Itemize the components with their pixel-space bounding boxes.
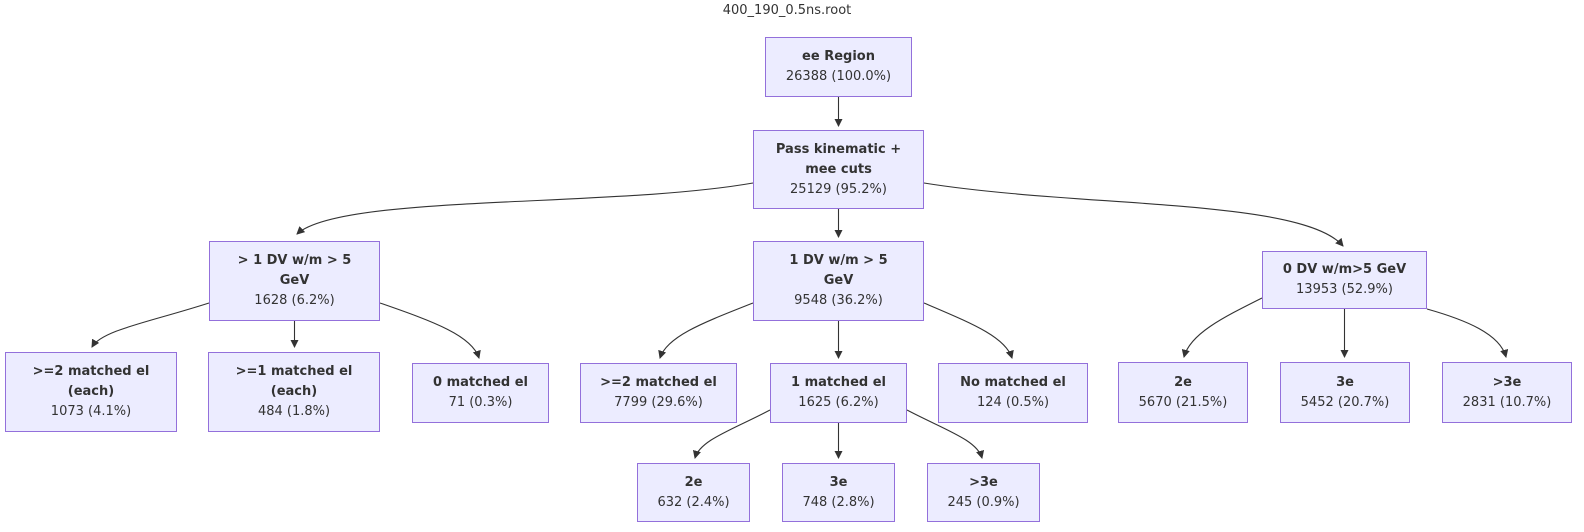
node-label: (each): [67, 384, 115, 399]
node-label: >=2 matched el: [32, 364, 150, 379]
edge-onedv-nomatch: [923, 302, 1014, 359]
node-0dv-3e: 3e 5452 (20.7%): [1280, 362, 1410, 423]
node-matched-2e: 2e 632 (2.4%): [637, 463, 750, 522]
node-label: Pass kinematic +: [775, 141, 902, 157]
node-label: >3e: [969, 474, 998, 490]
node-label: ee Region: [802, 49, 875, 64]
node-count: 1625 (6.2%): [798, 395, 879, 410]
node-count: 7799 (29.6%): [614, 395, 703, 410]
node-label: >=1 matched el: [235, 364, 353, 379]
node-label: 0 DV w/m>5 GeV: [1282, 262, 1407, 277]
node-label: > 1 DV w/m > 5: [237, 253, 352, 268]
edge-onematch-gt3e: [906, 409, 985, 459]
node-gt1-dv: > 1 DV w/m > 5 GeV 1628 (6.2%): [209, 241, 380, 321]
node-count: 26388 (100.0%): [785, 69, 892, 84]
node-count: 124 (0.5%): [976, 395, 1050, 410]
node-ge2-matched-el: >=2 matched el 7799 (29.6%): [580, 363, 737, 423]
node-label: 3e: [829, 474, 848, 490]
node-label: (each): [270, 384, 318, 399]
node-count: 71 (0.3%): [448, 395, 513, 410]
node-count: 25129 (95.2%): [790, 181, 887, 197]
edge-zerodv-gt3e: [1426, 308, 1509, 358]
node-0-dv: 0 DV w/m>5 GeV 13953 (52.9%): [1262, 251, 1427, 309]
edge-pass-zerodv: [923, 182, 1344, 247]
node-ge2-matched-el-each: >=2 matched el (each) 1073 (4.1%): [5, 352, 177, 432]
node-label: >=2 matched el: [600, 375, 717, 390]
edge-pass-gt1dv: [296, 182, 754, 235]
node-pass-kinematic-mee-cuts: Pass kinematic + mee cuts 25129 (95.2%): [753, 130, 924, 209]
node-count: 13953 (52.9%): [1296, 282, 1393, 297]
node-label: GeV: [279, 273, 310, 288]
node-label: 2e: [1174, 374, 1192, 390]
node-count: 9548 (36.2%): [794, 293, 883, 308]
node-count: 5670 (21.5%): [1138, 394, 1228, 410]
node-1-matched-el: 1 matched el 1625 (6.2%): [770, 363, 907, 423]
edge-gt1dv-zeromatch: [379, 302, 481, 359]
node-label: mee cuts: [805, 161, 872, 177]
node-count: 245 (0.9%): [947, 494, 1020, 510]
node-label: 2e: [684, 474, 703, 490]
node-label: 3e: [1336, 374, 1354, 390]
node-label: 1 DV w/m > 5: [789, 253, 888, 268]
node-0-matched-el: 0 matched el 71 (0.3%): [412, 363, 549, 423]
diagram-title: 400_190_0.5ns.root: [722, 3, 852, 18]
node-count: 5452 (20.7%): [1300, 394, 1390, 410]
node-count: 484 (1.8%): [257, 404, 331, 419]
node-label: 0 matched el: [433, 375, 528, 390]
node-ee-region: ee Region 26388 (100.0%): [765, 37, 912, 97]
node-1-dv: 1 DV w/m > 5 GeV 9548 (36.2%): [753, 241, 924, 321]
node-count: 2831 (10.7%): [1462, 394, 1552, 410]
node-0dv-gt3e: >3e 2831 (10.7%): [1442, 362, 1572, 423]
edge-onedv-ge2: [658, 302, 754, 359]
node-ge1-matched-el-each: >=1 matched el (each) 484 (1.8%): [208, 352, 380, 432]
node-label: GeV: [823, 273, 854, 288]
edge-zerodv-2e: [1181, 297, 1263, 358]
node-no-matched-el: No matched el 124 (0.5%): [938, 363, 1088, 423]
edge-onematch-2e: [692, 409, 771, 459]
node-count: 1073 (4.1%): [50, 404, 132, 419]
node-label: >3e: [1492, 374, 1522, 390]
node-count: 1628 (6.2%): [254, 293, 335, 308]
node-matched-gt3e: >3e 245 (0.9%): [927, 463, 1040, 522]
node-count: 632 (2.4%): [657, 494, 730, 510]
node-label: 1 matched el: [791, 375, 886, 390]
edge-gt1dv-ge2each: [91, 302, 210, 348]
node-count: 748 (2.8%): [802, 494, 875, 510]
node-label: No matched el: [960, 375, 1066, 390]
node-0dv-2e: 2e 5670 (21.5%): [1118, 362, 1248, 423]
node-matched-3e: 3e 748 (2.8%): [782, 463, 895, 522]
